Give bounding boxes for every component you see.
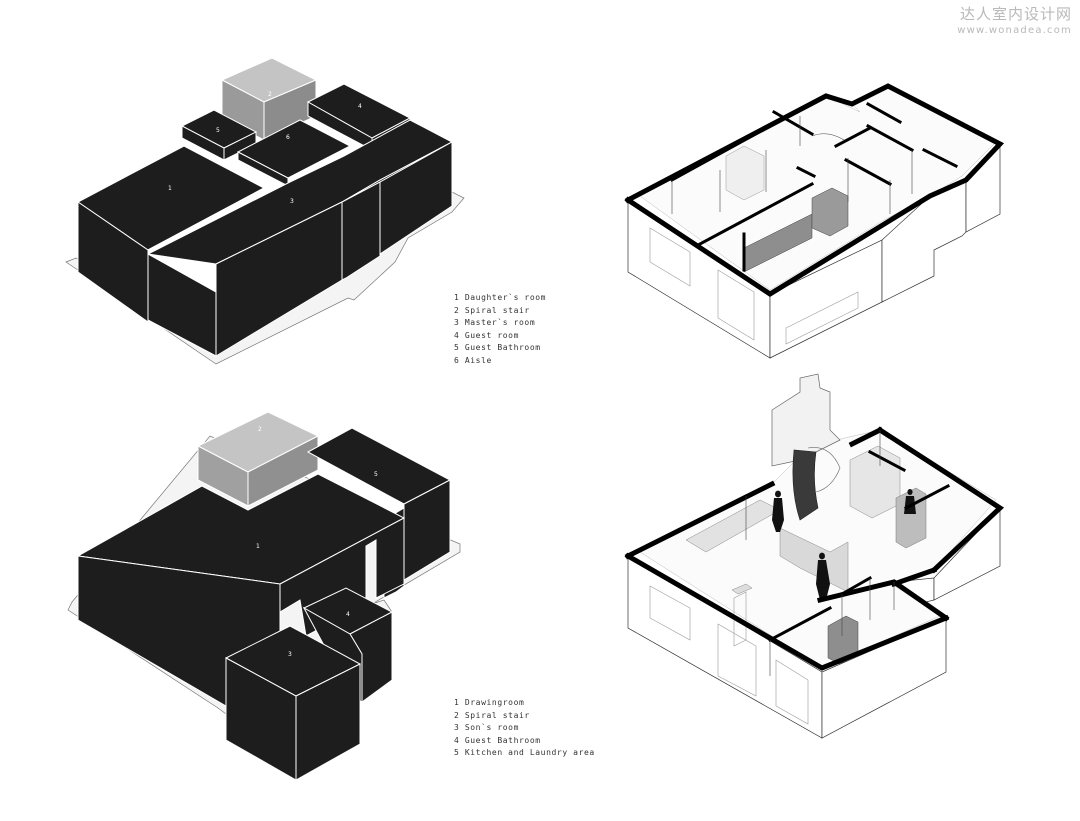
lower-floor-volumes: 1 2 3 4 5 xyxy=(67,411,461,781)
sons-room-volume xyxy=(224,625,362,781)
watermark-url: www.wonadea.com xyxy=(957,25,1072,36)
daughters-room-volume xyxy=(77,145,266,323)
block-number-4: 4 xyxy=(346,611,350,618)
person-silhouettes xyxy=(772,489,916,600)
legend-item: 3 Son`s room xyxy=(454,723,519,733)
legend-item: 4 Guest room xyxy=(454,330,519,340)
block-number-5: 5 xyxy=(216,127,220,134)
upper-floor-legend: 1 Daughter`s room 2 Spiral stair 3 Maste… xyxy=(454,292,546,368)
legend-item: 1 Daughter`s room xyxy=(454,293,547,302)
upper-floor-cutaway-plan xyxy=(624,83,1005,359)
legend-item: 4 Guest Bathroom xyxy=(454,735,541,745)
block-number-5: 5 xyxy=(374,471,378,478)
block-number-4: 4 xyxy=(358,103,362,110)
masters-room-volume xyxy=(146,119,454,357)
watermark-text: 达人室内设计网 xyxy=(959,5,1072,23)
upper-floor-volumes: 1 2 3 4 5 6 xyxy=(65,57,465,365)
lower-floor-cutaway-plan xyxy=(624,373,1005,739)
block-number-3: 3 xyxy=(290,198,294,205)
watermark: 达人室内设计网 www.wonadea.com xyxy=(957,3,1072,36)
block-number-3: 3 xyxy=(288,651,292,658)
legend-item: 3 Master`s room xyxy=(454,318,536,328)
legend-item: 2 Spiral stair xyxy=(454,305,530,315)
legend-item: 2 Spiral stair xyxy=(454,710,530,720)
drawingroom-volume xyxy=(76,473,406,707)
lower-floor-legend: 1 Drawingroom 2 Spiral stair 3 Son`s roo… xyxy=(454,697,595,760)
spiral-stair-volume xyxy=(220,57,318,141)
block-number-2: 2 xyxy=(268,91,272,98)
block-number-6: 6 xyxy=(286,134,290,141)
block-number-1: 1 xyxy=(168,185,172,192)
spiral-stair-volume xyxy=(196,411,320,507)
block-number-1: 1 xyxy=(256,543,260,550)
block-number-2: 2 xyxy=(258,426,262,433)
legend-item: 5 Kitchen and Laundry area xyxy=(454,748,595,758)
legend-item: 1 Drawingroom xyxy=(454,698,525,707)
legend-item: 5 Guest Bathroom xyxy=(454,343,541,353)
guest-bathroom-volume xyxy=(180,109,258,161)
legend-item: 6 Aisle xyxy=(454,355,492,365)
